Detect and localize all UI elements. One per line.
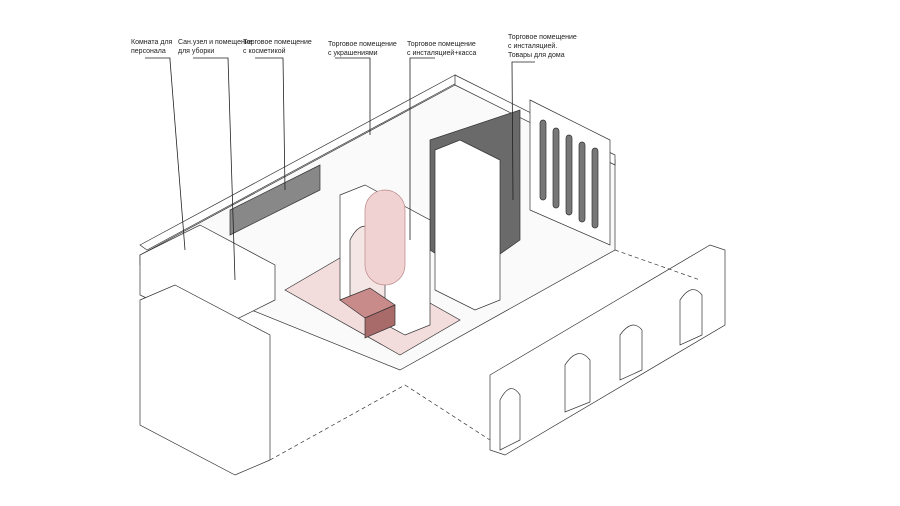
label-staff-room: Комната для персонала (131, 39, 173, 55)
facade-arch-2 (564, 353, 591, 413)
leader-line-sanitary (193, 57, 236, 281)
leader-line-installation (409, 57, 435, 240)
leader-line-home-goods (511, 61, 535, 201)
reception-desk-side (364, 304, 396, 339)
leader-line-jewelry (335, 57, 371, 135)
label-home-goods: Торговое помещение с инсталяцией. Товары… (508, 34, 577, 59)
leader-line-cosmetics (255, 57, 286, 191)
site-dashed-line-2 (404, 384, 491, 441)
front-arcade-wall (489, 244, 726, 456)
label-installation-cashier: Торговое помещение с инсталяцией+касса (407, 41, 477, 57)
facade-arch-3 (619, 324, 643, 381)
site-dashed-line-3 (614, 249, 701, 281)
facade-arch-1 (499, 388, 521, 451)
pink-cylinder (364, 189, 406, 286)
facade-arch-4 (679, 289, 703, 346)
cosmetics-shelving (229, 164, 321, 236)
leader-line-staff (145, 57, 186, 251)
site-dashed-line-1 (269, 384, 406, 461)
label-cosmetics: Торговое помещение с косметикой (243, 39, 312, 55)
label-sanitary: Сан.узел и помещение для уборки (178, 39, 253, 55)
detached-front-wall (139, 284, 271, 476)
partition-wall-2 (434, 139, 501, 311)
label-jewelry: Торговое помещение с украшениями (328, 41, 397, 57)
